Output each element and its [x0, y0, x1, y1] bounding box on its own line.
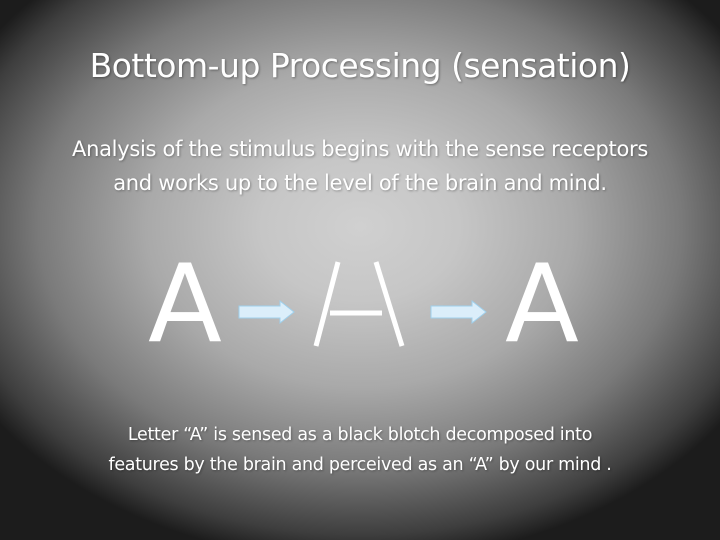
subtitle-line-1: Analysis of the stimulus begins with the…: [72, 137, 648, 161]
right-arrow-icon: [430, 300, 487, 324]
caption-line-1: Letter “A” is sensed as a black blotch d…: [127, 425, 593, 445]
letter-a-sensed: A: [148, 242, 222, 367]
subtitle-line-2: and works up to the level of the brain a…: [113, 171, 607, 195]
caption-line-2: features by the brain and perceived as a…: [108, 455, 612, 475]
decomposed-letter-a-icon: [313, 261, 405, 347]
right-arrow-icon: [238, 300, 295, 324]
slide-subtitle: Analysis of the stimulus begins with the…: [30, 132, 690, 200]
letter-a-perceived: A: [505, 242, 579, 367]
slide-caption: Letter “A” is sensed as a black blotch d…: [30, 420, 690, 480]
slide-title: Bottom-up Processing (sensation): [89, 46, 631, 85]
